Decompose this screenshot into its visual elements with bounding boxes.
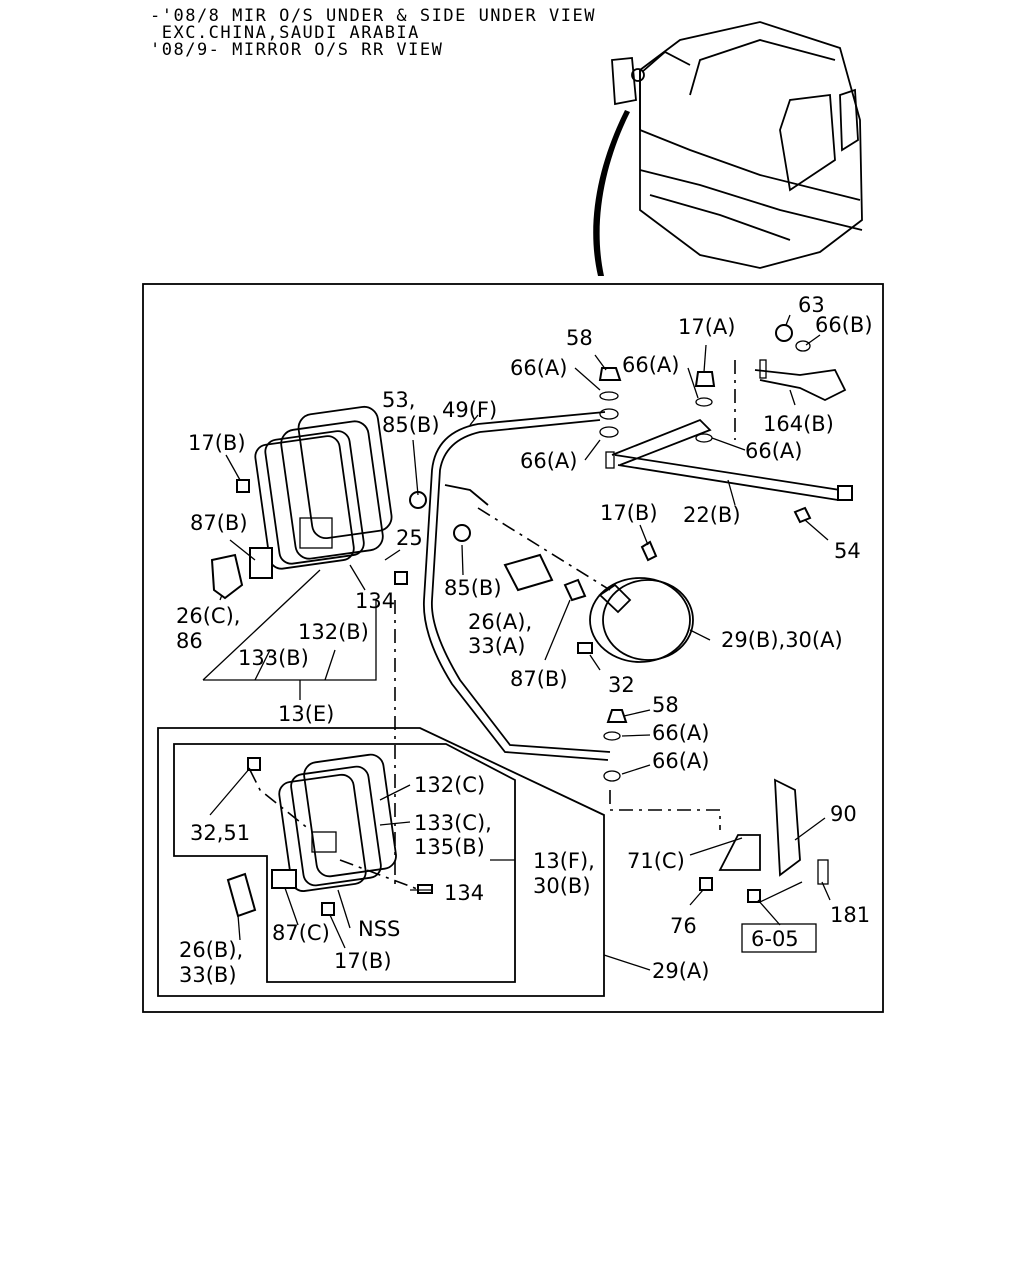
label-54: 54 — [834, 539, 861, 563]
label-26c: 26(C), — [176, 604, 240, 628]
header-line-1: -'08/8 MIR O/S UNDER & SIDE UNDER VIEW — [150, 6, 596, 26]
label-66a-5: 66(A) — [652, 721, 709, 745]
label-63: 63 — [798, 293, 825, 317]
label-133b: 133(B) — [238, 646, 309, 670]
leader-lines — [202, 314, 831, 971]
label-66a-4: 66(A) — [520, 449, 577, 473]
label-nss: NSS — [358, 917, 400, 941]
label-85b-top: 85(B) — [382, 413, 440, 437]
label-85b-mid: 85(B) — [444, 576, 502, 600]
label-132c: 132(C) — [414, 773, 485, 797]
label-32: 32 — [608, 673, 635, 697]
label-87b-2: 87(B) — [510, 667, 568, 691]
label-66a-2: 66(A) — [622, 353, 679, 377]
label-86: 86 — [176, 629, 203, 653]
main-frame — [142, 283, 884, 1013]
label-135b: 135(B) — [414, 835, 485, 859]
label-13f: 13(F), — [533, 849, 595, 873]
label-66a-6: 66(A) — [652, 749, 709, 773]
square-mirror-upper — [254, 405, 393, 570]
label-134-1: 134 — [355, 589, 395, 613]
label-22b: 22(B) — [683, 503, 741, 527]
ref-box-6-05 — [741, 923, 817, 953]
header-line-3: '08/9- MIRROR O/S RR VIEW — [150, 40, 444, 60]
label-17b-2: 17(B) — [600, 501, 658, 525]
mirror-stay-pipe — [431, 419, 611, 753]
label-49f: 49(F) — [442, 398, 497, 422]
label-53: 53, — [382, 388, 415, 412]
label-6-05: 6-05 — [751, 927, 799, 951]
label-87b-1: 87(B) — [190, 511, 248, 535]
label-29b30a: 29(B),30(A) — [721, 628, 843, 652]
label-132b: 132(B) — [298, 620, 369, 644]
header-line-2: EXC.CHINA,SAUDI ARABIA — [150, 23, 420, 43]
label-32-51: 32,51 — [190, 821, 250, 845]
label-164b: 164(B) — [763, 412, 834, 436]
label-133c: 133(C), — [414, 811, 492, 835]
round-mirror — [589, 577, 694, 663]
truck-cab-illustration — [593, 21, 863, 276]
label-76: 76 — [670, 914, 697, 938]
label-13e: 13(E) — [278, 702, 334, 726]
part-labels: 63 66(B) 17(A) 58 66(A) 66(A) 53, 49(F) … — [176, 293, 873, 987]
label-25: 25 — [396, 526, 423, 550]
label-66a-1: 66(A) — [510, 356, 567, 380]
label-29a: 29(A) — [652, 959, 709, 983]
inset-frame-outer — [157, 727, 605, 997]
inset-frame-inner — [173, 743, 516, 983]
label-30b: 30(B) — [533, 874, 591, 898]
label-66b: 66(B) — [815, 313, 873, 337]
label-17b-3: 17(B) — [334, 949, 392, 973]
label-66a-3: 66(A) — [745, 439, 802, 463]
label-90: 90 — [830, 802, 857, 826]
label-58-low: 58 — [652, 693, 679, 717]
label-17a: 17(A) — [678, 315, 735, 339]
label-17b-1: 17(B) — [188, 431, 246, 455]
label-58-top: 58 — [566, 326, 593, 350]
label-134-2: 134 — [444, 881, 484, 905]
square-mirror-lower — [278, 753, 397, 892]
label-26a: 26(A), — [468, 610, 532, 634]
label-181: 181 — [830, 903, 870, 927]
label-87c: 87(C) — [272, 921, 330, 945]
label-33a: 33(A) — [468, 634, 525, 658]
label-26b: 26(B), — [179, 938, 243, 962]
label-71c: 71(C) — [627, 849, 685, 873]
label-33b: 33(B) — [179, 963, 237, 987]
